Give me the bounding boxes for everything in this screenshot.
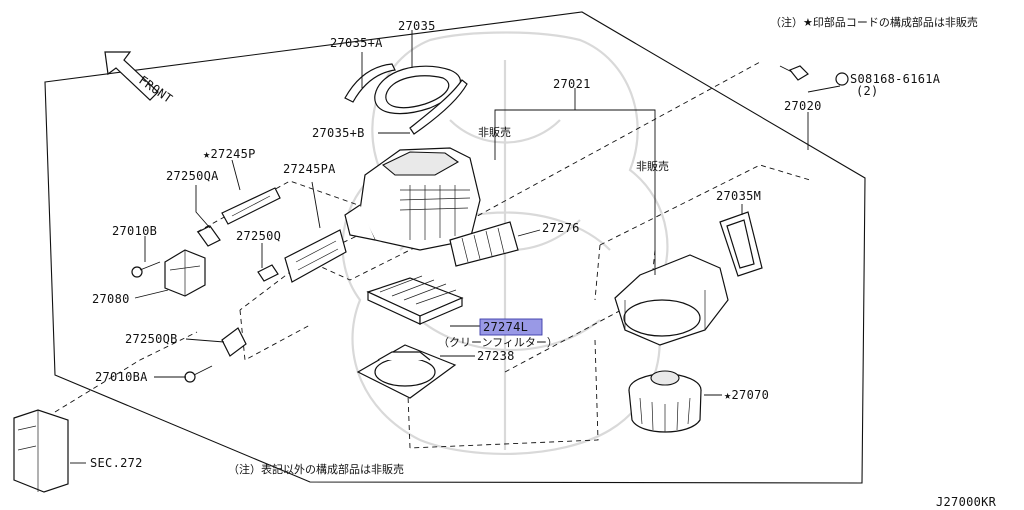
- lever-27250q: [257, 264, 279, 282]
- label-27250qa: 27250QA: [166, 169, 219, 183]
- actuator-27080: [164, 249, 206, 297]
- label-27035: 27035: [398, 19, 436, 33]
- label-27274l: 27274L: [483, 320, 528, 334]
- flap-27245pa: [284, 229, 347, 283]
- lever-27250qa: [197, 225, 221, 247]
- sec272-unit: [13, 409, 69, 493]
- blower-housing-27020: [614, 254, 729, 346]
- blower-case-27021: [344, 147, 481, 251]
- label-not-sold-2: 非販売: [636, 160, 669, 173]
- label-27276: 27276: [542, 221, 580, 235]
- label-27070: ★27070: [724, 388, 769, 402]
- label-27035b: 27035+B: [312, 126, 365, 140]
- filter-cover-27238: [356, 344, 457, 399]
- seal-27035: [374, 65, 461, 115]
- flap-27245p: [221, 187, 281, 225]
- diagram-code: J27000KR: [936, 495, 997, 509]
- lever-27250qb: [221, 327, 247, 357]
- grille-27276: [449, 221, 519, 267]
- label-27021: 27021: [553, 77, 591, 91]
- label-27080: 27080: [92, 292, 130, 306]
- label-27238: 27238: [477, 349, 515, 363]
- cabin-filter-27274l: [366, 275, 464, 325]
- label-27010ba: 27010BA: [95, 370, 148, 384]
- bolt-icon: [779, 65, 809, 81]
- label-27010b: 27010B: [112, 224, 157, 238]
- label-27245p: ★27245P: [203, 147, 256, 161]
- label-filter-note: （クリーンフィルター）: [438, 336, 558, 349]
- screw-27010b: [131, 261, 161, 278]
- label-27020: 27020: [784, 99, 822, 113]
- front-arrow-icon: [104, 51, 159, 101]
- blower-motor-27070: [628, 370, 702, 433]
- seal-27035a: [344, 63, 396, 103]
- label-27245pa: 27245PA: [283, 162, 336, 176]
- label-27250q: 27250Q: [236, 229, 281, 243]
- note-bottom: （注）表記以外の構成部品は非販売: [228, 462, 404, 476]
- label-27035m: 27035M: [716, 189, 761, 203]
- label-bolt-qty: (2): [856, 84, 879, 98]
- note-top: （注）★印部品コードの構成部品は非販売: [770, 15, 978, 29]
- bolt-symbol-s-icon: [835, 72, 849, 86]
- leader-lines: [70, 30, 841, 464]
- label-not-sold-1: 非販売: [478, 126, 511, 139]
- label-sec272: SEC.272: [90, 456, 143, 470]
- seal-27035b: [409, 79, 468, 135]
- label-bolt: S08168-6161A: [850, 72, 941, 86]
- label-27035a: 27035+A: [330, 36, 383, 50]
- gasket-27035m: [719, 211, 763, 277]
- outer-frame: [44, 11, 866, 484]
- label-27250qb: 27250QB: [125, 332, 178, 346]
- screw-27010ba: [184, 365, 213, 383]
- highlight-27274l: [479, 318, 543, 336]
